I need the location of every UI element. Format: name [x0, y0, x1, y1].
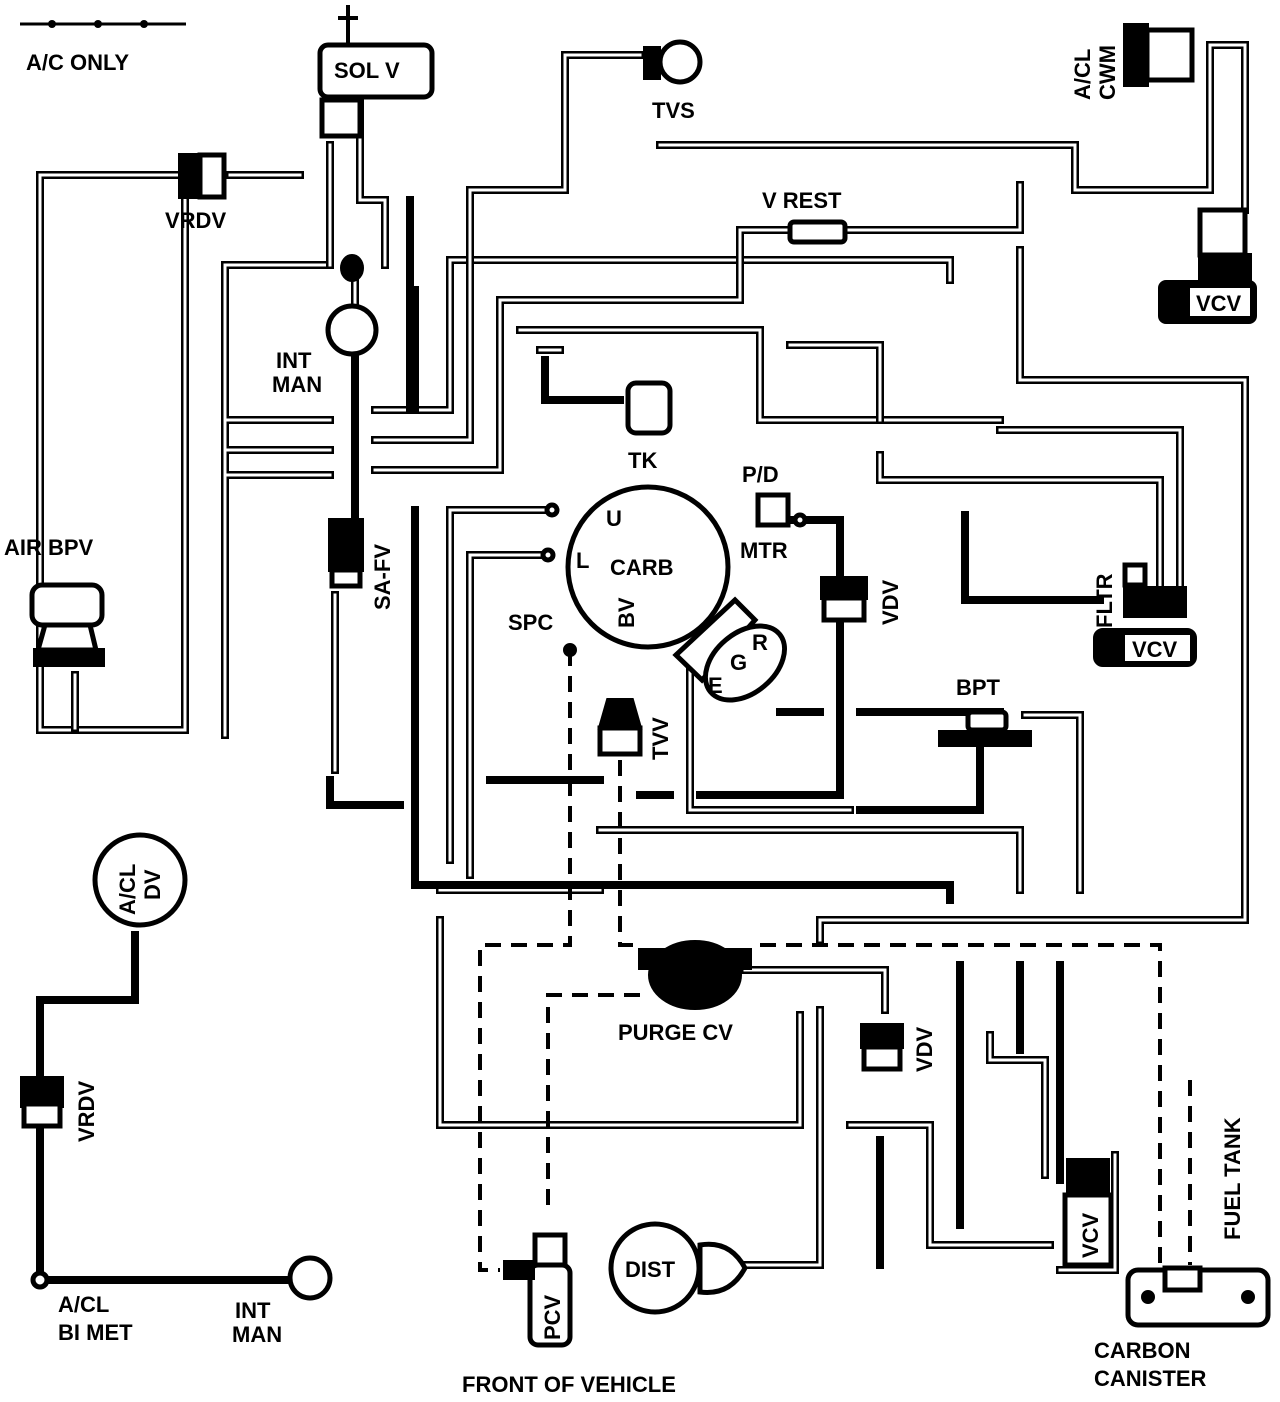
- sa-fv: SA-FV: [328, 518, 395, 610]
- v-rest: V REST: [762, 188, 848, 245]
- vcv-mid-label: VCV: [1132, 637, 1178, 662]
- vdv-bottom-label: VDV: [912, 1026, 937, 1072]
- carbon-canister: CARBON CANISTER: [1094, 1265, 1271, 1391]
- int-man-bottom-label-2: MAN: [232, 1322, 282, 1347]
- acl-dv-label-1: A/CL: [115, 864, 140, 915]
- carb-bv-port-label: BV: [614, 597, 639, 628]
- air-bpv-label: AIR BPV: [4, 535, 94, 560]
- tk-label: TK: [628, 448, 657, 473]
- egr-g-label: G: [730, 650, 747, 675]
- acl-cwm-label-1: A/CL: [1070, 49, 1095, 100]
- spc-label: SPC: [508, 610, 553, 635]
- sol-v-label: SOL V: [334, 58, 400, 83]
- int-man-top: INT MAN: [272, 254, 379, 397]
- acl-cwm-label-2: CWM: [1095, 45, 1120, 100]
- acl-cwm: A/CL CWM: [1070, 23, 1195, 100]
- vcv-top: VCV: [1158, 207, 1257, 324]
- dist-label: DIST: [625, 1257, 676, 1282]
- purge-cv-label: PURGE CV: [618, 1020, 733, 1045]
- vdv-mid-label: VDV: [878, 579, 903, 625]
- bpt-label: BPT: [956, 675, 1001, 700]
- v-rest-label: V REST: [762, 188, 842, 213]
- hose-network: [36, 41, 1249, 1274]
- spc: SPC: [508, 610, 577, 657]
- fuel-tank-label-group: FUEL TANK: [1220, 1117, 1245, 1240]
- egr-e-label: E: [708, 673, 723, 698]
- p-d-label: P/D: [742, 462, 779, 487]
- egr: E G R: [672, 596, 787, 703]
- legend: A/C ONLY: [20, 20, 186, 75]
- bpt: BPT: [938, 675, 1032, 747]
- vcv-top-label: VCV: [1196, 291, 1242, 316]
- vdv-bottom: VDV: [860, 1023, 937, 1072]
- sa-fv-label: SA-FV: [370, 544, 395, 610]
- acl-bimet-label-2: BI MET: [58, 1320, 133, 1345]
- carbon-canister-label-1: CARBON: [1094, 1338, 1191, 1363]
- front-of-vehicle-label: FRONT OF VEHICLE: [462, 1372, 676, 1397]
- int-man-bottom: INT MAN: [232, 1255, 333, 1347]
- vrdv-bottom-label: VRDV: [74, 1081, 99, 1142]
- fltr-vcv: VCV FLTR: [1092, 562, 1197, 667]
- air-bpv: AIR BPV: [4, 535, 105, 667]
- mtr-label: MTR: [740, 538, 788, 563]
- egr-r-label: R: [752, 630, 768, 655]
- sol-v: SOL V: [317, 5, 435, 139]
- acl-dv: A/CL DV: [92, 832, 188, 928]
- vdv-mid: VDV: [820, 576, 903, 625]
- fuel-tank-label: FUEL TANK: [1220, 1117, 1245, 1240]
- tvs-label: TVS: [652, 98, 695, 123]
- dist: DIST: [608, 1221, 748, 1315]
- pcv: PCV: [503, 1232, 573, 1348]
- solid-hoses: [36, 196, 1104, 1284]
- int-man-top-label-2: MAN: [272, 372, 322, 397]
- vcv-bottom: VCV: [1062, 1158, 1114, 1268]
- carb-label: CARB: [610, 555, 674, 580]
- int-man-bottom-label-1: INT: [235, 1298, 271, 1323]
- vrdv-top: VRDV: [165, 152, 227, 233]
- p-d-mtr: P/D MTR: [740, 462, 808, 563]
- carb: U L CARB BV: [540, 484, 731, 650]
- pcv-label: PCV: [540, 1294, 565, 1340]
- dashed-lines: [478, 650, 1192, 1272]
- fltr-label: FLTR: [1092, 573, 1117, 628]
- int-man-top-label-1: INT: [276, 348, 312, 373]
- carbon-canister-label-2: CANISTER: [1094, 1366, 1207, 1391]
- ac-only-label: A/C ONLY: [26, 50, 129, 75]
- acl-dv-label-2: DV: [140, 869, 165, 900]
- acl-bimet: A/CL BI MET: [30, 1270, 133, 1345]
- carb-l-port-label: L: [576, 548, 589, 573]
- vrdv-top-label: VRDV: [165, 208, 226, 233]
- acl-bimet-label-1: A/CL: [58, 1292, 109, 1317]
- tvv-label: TVV: [648, 717, 673, 760]
- vcv-bottom-label: VCV: [1078, 1212, 1103, 1258]
- carb-u-port-label: U: [606, 506, 622, 531]
- purge-cv: PURGE CV: [618, 940, 752, 1045]
- tvv: TVV: [597, 698, 673, 760]
- vrdv-bottom: VRDV: [20, 1076, 99, 1142]
- tk: TK: [625, 380, 673, 473]
- tvs: TVS: [643, 39, 703, 123]
